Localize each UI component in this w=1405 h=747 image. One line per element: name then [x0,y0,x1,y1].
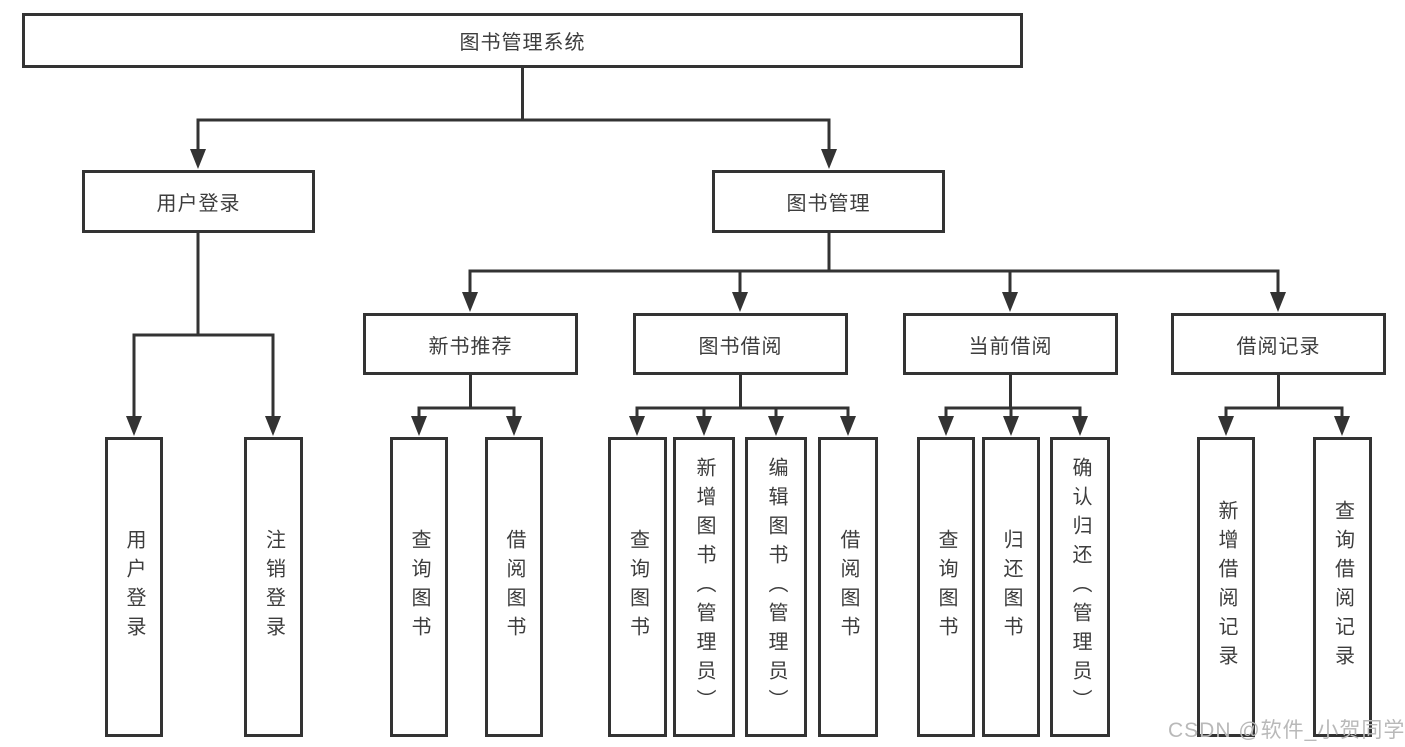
leaf-borrow-book-recommend: 借阅图书 [485,437,543,737]
leaf-confirm-return-admin: 确认归还（管理员） [1050,437,1110,737]
leaf-borrow-book: 借阅图书 [818,437,878,737]
node-user-login-label: 用户登录 [156,193,241,215]
edge-root-to-level2 [196,66,831,153]
leaf-user-login-label: 用户登录 [123,529,145,645]
leaf-query-book-borrow: 查询图书 [608,437,667,737]
leaf-add-book-admin-label: 新增图书（管理员） [693,456,715,718]
edge-new-book-recommend-children [417,373,516,420]
node-current-borrow-label: 当前借阅 [968,335,1053,358]
edge-current-borrow-children [944,373,1082,420]
leaf-query-book-recommend-label: 查询图书 [408,529,430,645]
edge-borrow-records-children [1224,373,1344,420]
leaf-edit-book-admin: 编辑图书（管理员） [745,437,807,737]
node-new-book-recommend-label: 新书推荐 [428,335,513,358]
node-root: 图书管理系统 [22,13,1023,68]
leaf-return-book: 归还图书 [982,437,1040,737]
leaf-query-book-recommend: 查询图书 [390,437,448,737]
leaf-logout-label: 注销登录 [262,529,285,645]
node-new-book-recommend: 新书推荐 [363,313,578,375]
leaf-query-borrow-record: 查询借阅记录 [1313,437,1372,737]
node-borrow-records-label: 借阅记录 [1236,335,1321,358]
node-current-borrow: 当前借阅 [903,313,1118,375]
leaf-add-borrow-record: 新增借阅记录 [1197,437,1255,737]
leaf-add-book-admin: 新增图书（管理员） [673,437,735,737]
leaf-logout: 注销登录 [244,437,303,737]
edge-book-borrow-children [635,373,850,420]
node-user-login: 用户登录 [82,170,315,233]
watermark-text: CSDN @软件_小贺同学 [1168,719,1405,742]
node-book-borrow: 图书借阅 [633,313,848,375]
node-borrow-records: 借阅记录 [1171,313,1386,375]
edge-user-login-children [132,231,275,420]
leaf-query-book-current: 查询图书 [917,437,975,737]
edge-book-management-children [468,231,1280,296]
leaf-borrow-book-recommend-label: 借阅图书 [503,529,525,645]
leaf-user-login: 用户登录 [105,437,163,737]
node-book-management-label: 图书管理 [786,193,871,215]
leaf-add-borrow-record-label: 新增借阅记录 [1215,500,1237,674]
node-root-label: 图书管理系统 [459,32,586,54]
leaf-return-book-label: 归还图书 [1000,529,1022,645]
leaf-query-book-borrow-label: 查询图书 [626,529,649,645]
leaf-query-borrow-record-label: 查询借阅记录 [1331,500,1354,674]
arrowheads [126,149,1350,436]
node-book-management: 图书管理 [712,170,945,233]
leaf-confirm-return-admin-label: 确认归还（管理员） [1069,456,1091,718]
node-book-borrow-label: 图书借阅 [698,335,783,358]
leaf-borrow-book-label: 借阅图书 [837,529,859,645]
leaf-query-book-current-label: 查询图书 [935,529,957,645]
leaf-edit-book-admin-label: 编辑图书（管理员） [765,456,787,718]
